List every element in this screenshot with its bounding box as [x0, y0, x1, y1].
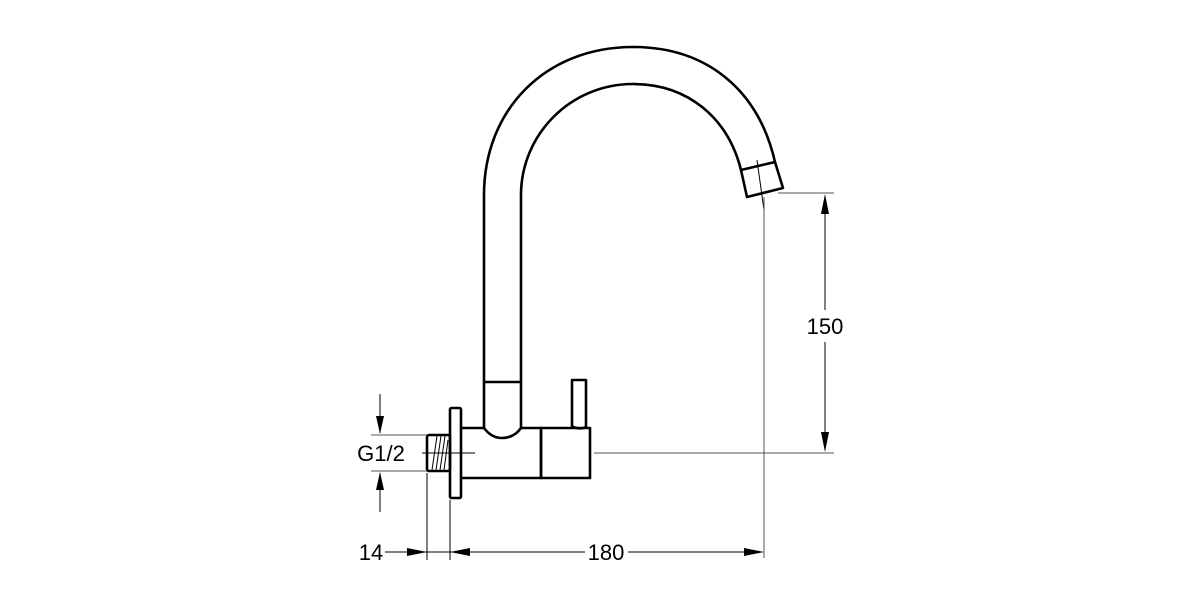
spout-inner-curve	[519, 82, 743, 382]
arrow-up-icon	[821, 194, 829, 214]
dimension-spout-height: 150	[763, 192, 844, 558]
valve-body	[461, 426, 543, 480]
arrow-down-icon	[821, 432, 829, 452]
arrow-up-icon	[376, 472, 384, 490]
faucet-outline	[425, 45, 785, 500]
arrow-right-icon	[744, 548, 764, 556]
handle-base-curve	[571, 424, 587, 430]
dimension-label-180: 180	[588, 540, 625, 565]
arrow-down-icon	[376, 416, 384, 434]
dimension-label-14: 14	[359, 540, 383, 565]
dimension-label-g12: G1/2	[357, 441, 405, 466]
dimension-thread-size: G1/2	[357, 394, 427, 512]
spout-aerator	[739, 160, 785, 199]
spout-outer-curve	[482, 45, 777, 382]
arrow-left-icon	[450, 548, 470, 556]
dimension-label-150: 150	[807, 314, 844, 339]
dimension-horizontal: 14 180	[359, 473, 764, 565]
valve-body-end-block	[539, 426, 592, 480]
aerator-centerline	[756, 159, 765, 211]
valve-handle	[570, 378, 588, 428]
arrow-right-icon	[407, 548, 427, 556]
